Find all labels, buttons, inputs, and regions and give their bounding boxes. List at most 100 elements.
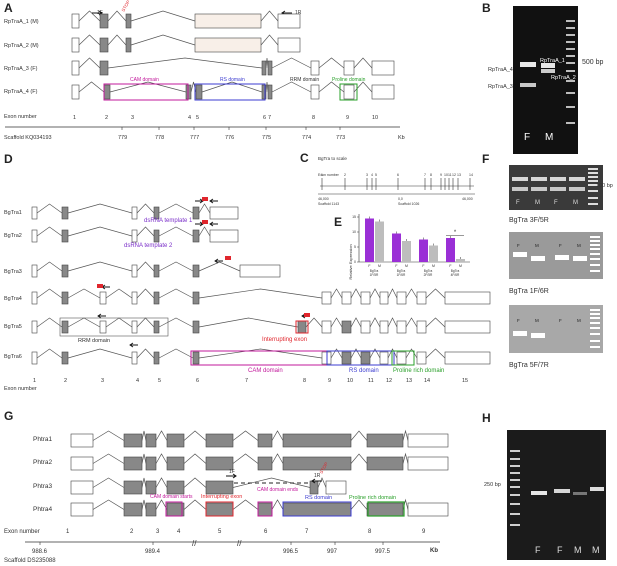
rs-domain-box-g	[282, 501, 352, 517]
cam-domain-box-d	[190, 350, 328, 366]
intron	[198, 288, 323, 299]
ladder-band	[590, 270, 600, 272]
panel-b: B RpTraA_4 RpTraA_1 RpTraA_3 RpTraA_2 50…	[482, 1, 604, 154]
intron	[67, 203, 133, 214]
exon	[205, 456, 234, 471]
exon-number: 3	[131, 115, 134, 121]
proline-domain-label-d: Proline rich domain	[393, 368, 444, 374]
intron	[136, 226, 155, 237]
ladder-band	[590, 333, 600, 335]
exon	[99, 13, 109, 29]
intron	[198, 203, 211, 214]
proline-domain-label-g: Proline rich domain	[349, 495, 396, 501]
exon-number: 8	[368, 529, 372, 535]
coord-right-c: 46,000	[462, 197, 473, 201]
exon	[379, 320, 389, 334]
intron	[130, 34, 196, 46]
dsrna-template-2: dsRNA template 2	[124, 243, 173, 249]
intron	[158, 348, 194, 359]
panel-d-letter: D	[4, 152, 13, 166]
gel-ladder-f1	[588, 168, 598, 205]
exon	[309, 480, 319, 495]
scale-tick-label: 775	[262, 135, 271, 141]
ladder-band	[566, 34, 575, 36]
exon	[396, 320, 407, 334]
intron	[425, 317, 446, 328]
scaffold-g: Scaffold DS235088	[4, 558, 56, 564]
gel-ladder-b	[566, 20, 575, 124]
intron	[155, 430, 168, 441]
intron	[136, 288, 155, 299]
gel-band	[573, 256, 587, 261]
exon	[71, 84, 80, 100]
intron	[158, 317, 194, 328]
intron	[387, 348, 398, 359]
exon	[257, 456, 273, 471]
intron	[92, 430, 125, 441]
exon	[277, 37, 301, 53]
scale-tick-label: 988.6	[32, 549, 48, 555]
y-tick-label: 0	[354, 260, 356, 264]
bar-lane-label: M	[459, 264, 462, 268]
exon-number: 2	[344, 173, 346, 177]
intron	[155, 477, 168, 488]
intron	[105, 317, 133, 328]
exon-number: 13	[406, 378, 412, 384]
intron	[369, 348, 381, 359]
exon	[267, 84, 273, 100]
intron	[271, 57, 312, 69]
panel-b-letter: B	[482, 1, 491, 15]
bar-lane-label: F	[422, 264, 424, 268]
intron	[155, 453, 168, 464]
gel-label-f1: BgTra 3F/5R	[509, 217, 549, 224]
intron	[271, 81, 312, 93]
intron	[198, 317, 299, 328]
y-tick-label: 15	[352, 215, 356, 219]
exon	[416, 291, 427, 305]
exon	[407, 433, 449, 448]
exon	[343, 84, 355, 100]
intron	[405, 317, 418, 328]
exon	[341, 351, 352, 365]
exon	[71, 13, 80, 29]
exon-number: 4	[136, 378, 139, 384]
category-label: 4F/6R	[451, 273, 460, 277]
ladder-band	[566, 106, 575, 108]
ladder-band	[510, 472, 520, 474]
exon-number: 13	[457, 173, 461, 177]
exon	[123, 433, 143, 448]
exon-number: 10	[347, 378, 353, 384]
exon	[205, 502, 234, 517]
exon	[267, 60, 273, 76]
intron	[271, 430, 284, 441]
exon	[99, 60, 109, 76]
exon	[99, 37, 109, 53]
gel-band	[569, 187, 585, 191]
exon	[396, 291, 407, 305]
exon	[31, 229, 38, 243]
exon-number: 9	[422, 529, 426, 535]
ladder-band	[566, 92, 575, 94]
row-label-d1: BgTra1	[4, 210, 22, 216]
exon	[310, 84, 320, 100]
ladder-band	[588, 168, 598, 170]
exon	[153, 206, 160, 220]
exon	[31, 320, 38, 334]
intron	[92, 477, 125, 488]
ladder-band	[510, 458, 520, 460]
ladder-band	[566, 27, 575, 29]
scale-tick-label: 774	[302, 135, 311, 141]
intron	[36, 203, 63, 214]
exon	[145, 433, 157, 448]
panel-a: A RpTraA_1 (M) RpTraA_2 (M) RpTraA_3 (F)…	[4, 0, 405, 141]
intron	[405, 348, 418, 359]
intron	[265, 57, 269, 69]
exon	[444, 291, 491, 305]
ladder-band	[588, 197, 598, 199]
axis-break-icon: //	[192, 539, 197, 548]
exon-number: 4	[177, 529, 181, 535]
ladder-band	[588, 184, 598, 186]
exon	[153, 264, 160, 278]
lane-f2-2: M	[535, 243, 539, 248]
intron	[109, 81, 187, 93]
